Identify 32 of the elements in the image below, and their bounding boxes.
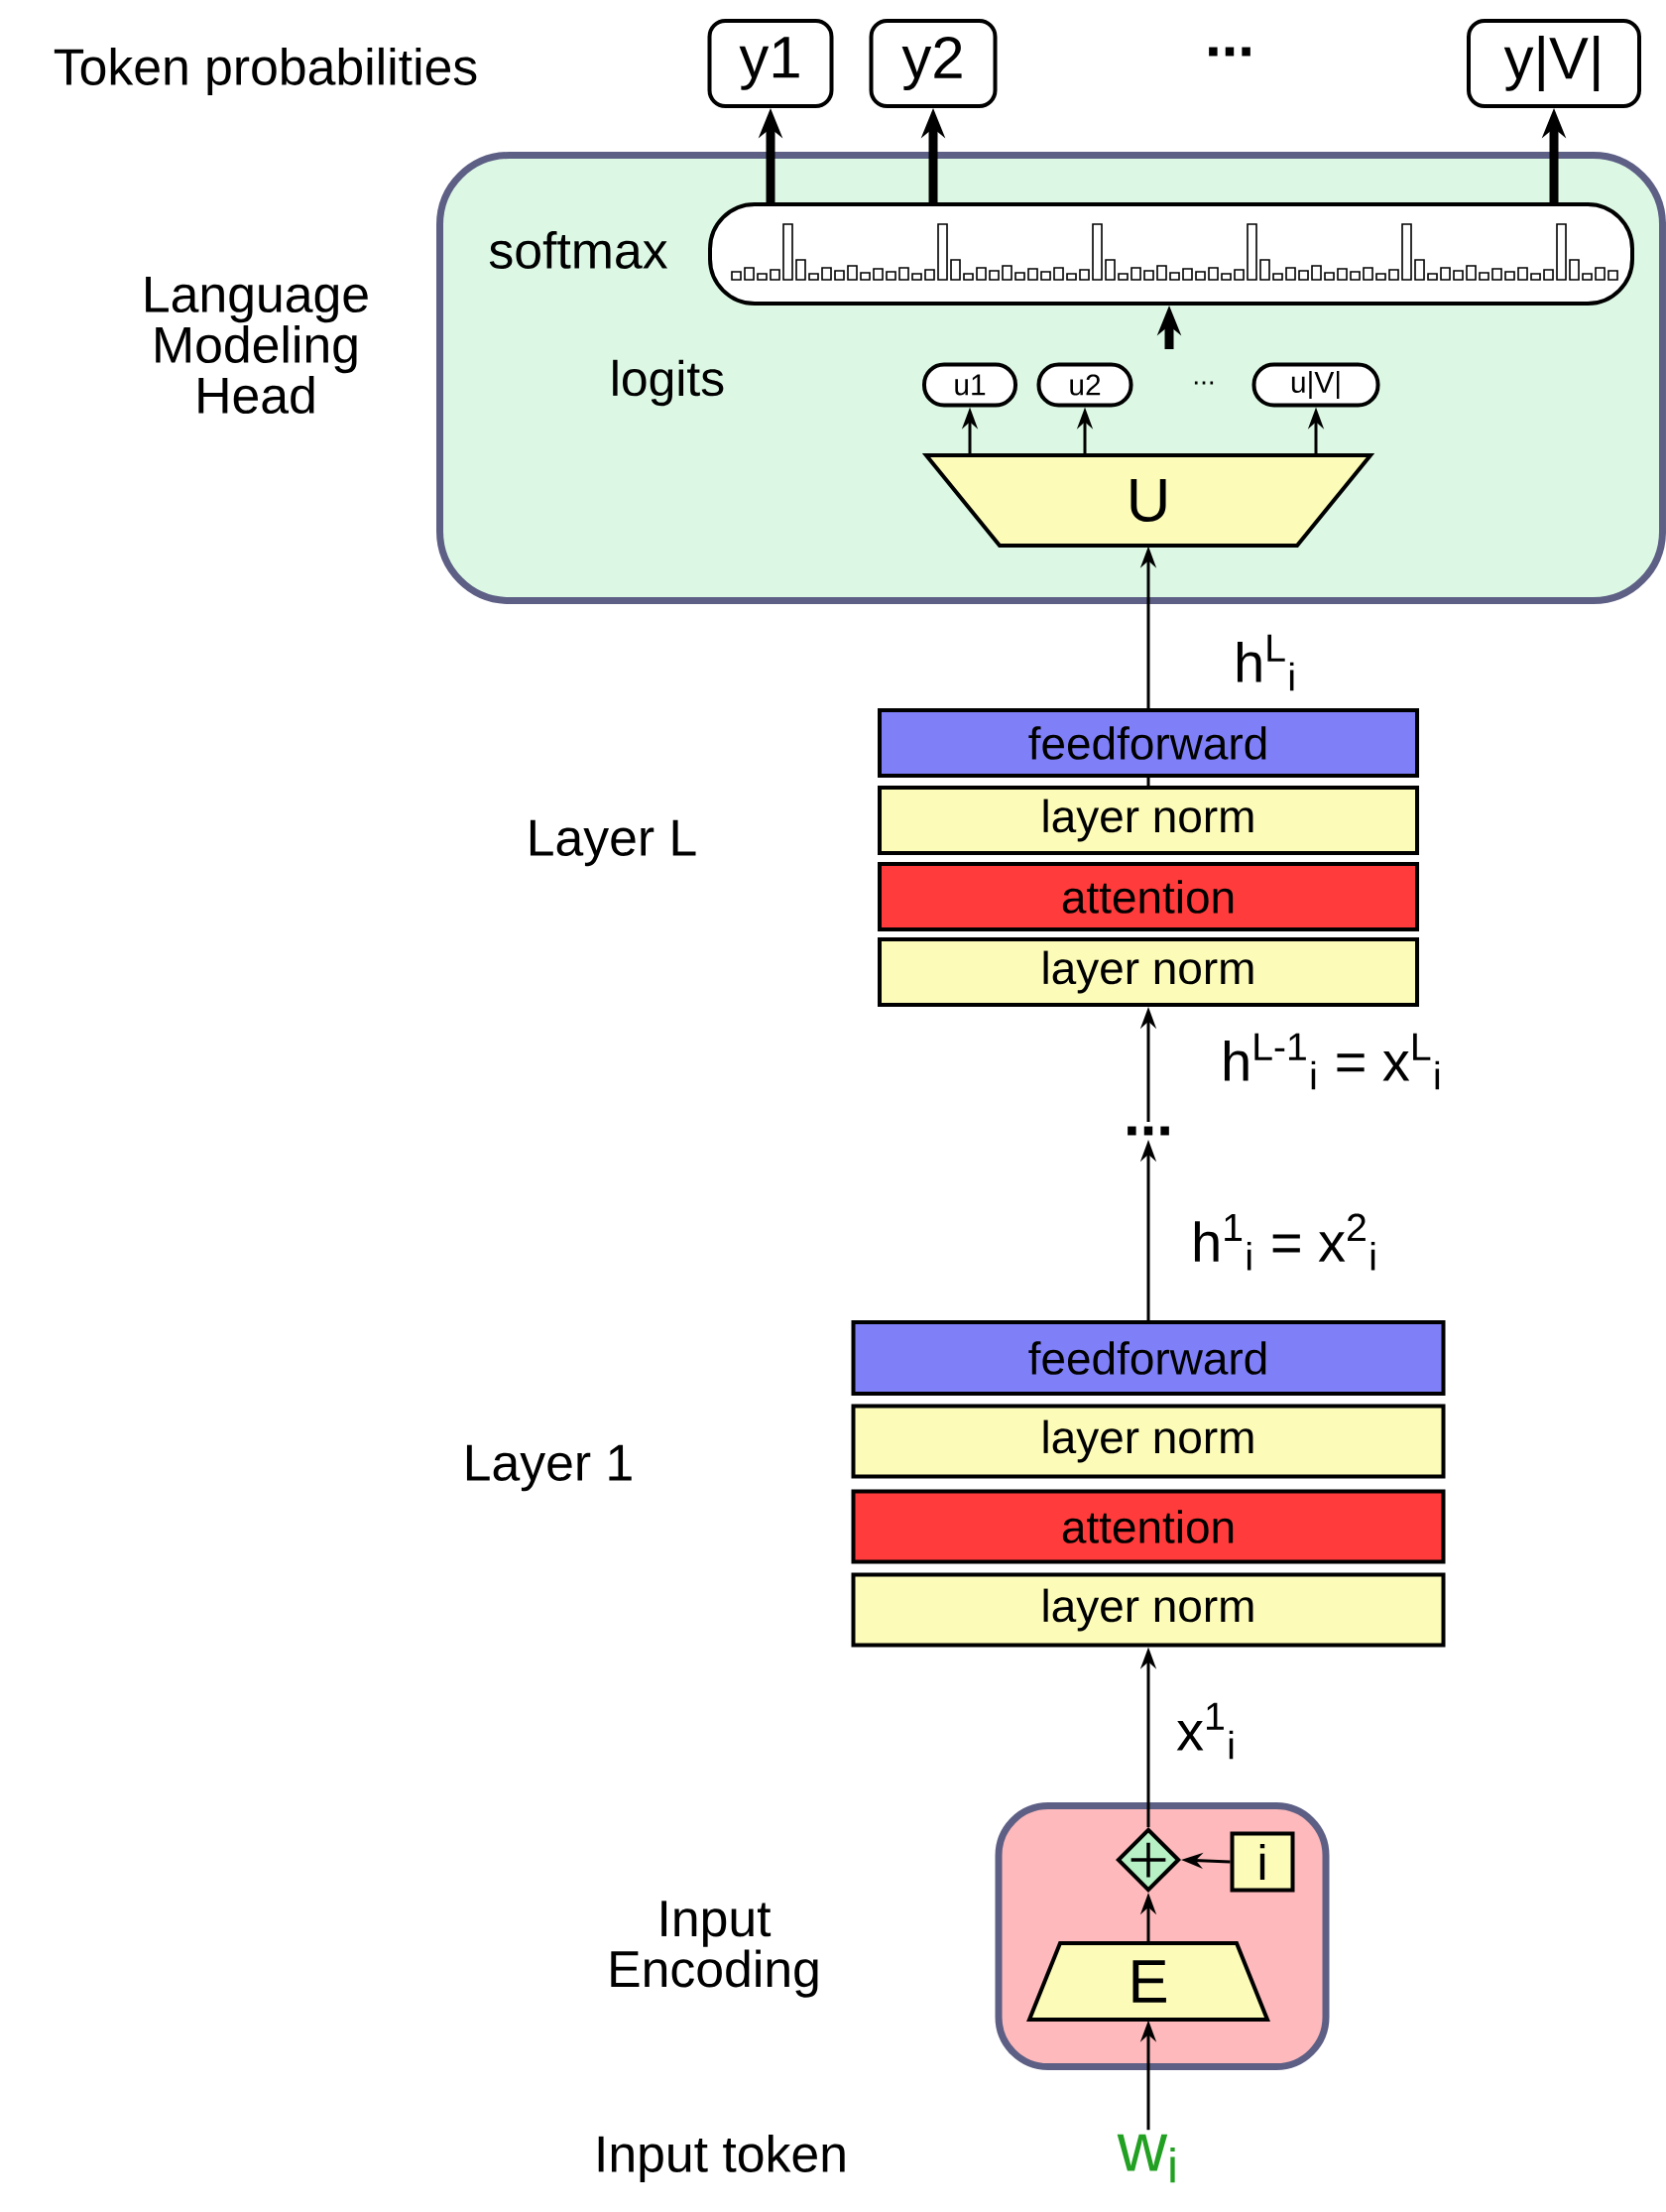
layer-box: layer norm	[878, 937, 1419, 1007]
layer-label: Layer L	[530, 819, 696, 867]
logit-pill: u|V|	[1251, 362, 1380, 408]
title-text: Token probabilities	[54, 47, 477, 96]
edge-label: h$^{L-1}$$_{i}$ = x$^{L}$i	[1224, 1033, 1440, 1090]
output-box: y2	[869, 19, 998, 108]
logit-pill: u1	[922, 362, 1017, 408]
layer-box: layer norm	[851, 1404, 1446, 1479]
output-box: y1	[707, 19, 834, 108]
layer-box: layer norm	[878, 786, 1419, 855]
input-word: w$_{i}$	[1117, 2134, 1175, 2183]
logit-pill: u2	[1036, 362, 1133, 408]
edge-label: x$^{1}$i	[1176, 1702, 1234, 1760]
layer-box: attention	[878, 862, 1419, 931]
edge-label: h$^{L}$i	[1237, 634, 1294, 691]
connector-line	[1146, 778, 1150, 786]
row-label: logits	[613, 359, 724, 407]
ellipsis-text: ...	[1128, 1126, 1169, 1136]
edge-label: h$^{1}$$_{i}$ = x$^{2}$i	[1194, 1213, 1375, 1271]
panel-heading: Input Encoding	[611, 1901, 818, 1998]
layer-box: attention	[851, 1489, 1446, 1564]
layer-label: Layer 1	[466, 1444, 632, 1492]
row-label: Input token	[598, 2134, 845, 2183]
layer-box: feedforward	[878, 708, 1419, 778]
panel-heading: Language Modeling Head	[146, 276, 368, 415]
layer-box: feedforward	[851, 1320, 1446, 1396]
ellipsis-text: ...	[1194, 381, 1214, 385]
layer-box: layer norm	[851, 1572, 1446, 1648]
output-box: y|V|	[1467, 19, 1641, 108]
box-heading: softmax	[489, 231, 667, 269]
ellipsis-text: ...	[1209, 47, 1250, 57]
position-box: i	[1230, 1831, 1295, 1893]
